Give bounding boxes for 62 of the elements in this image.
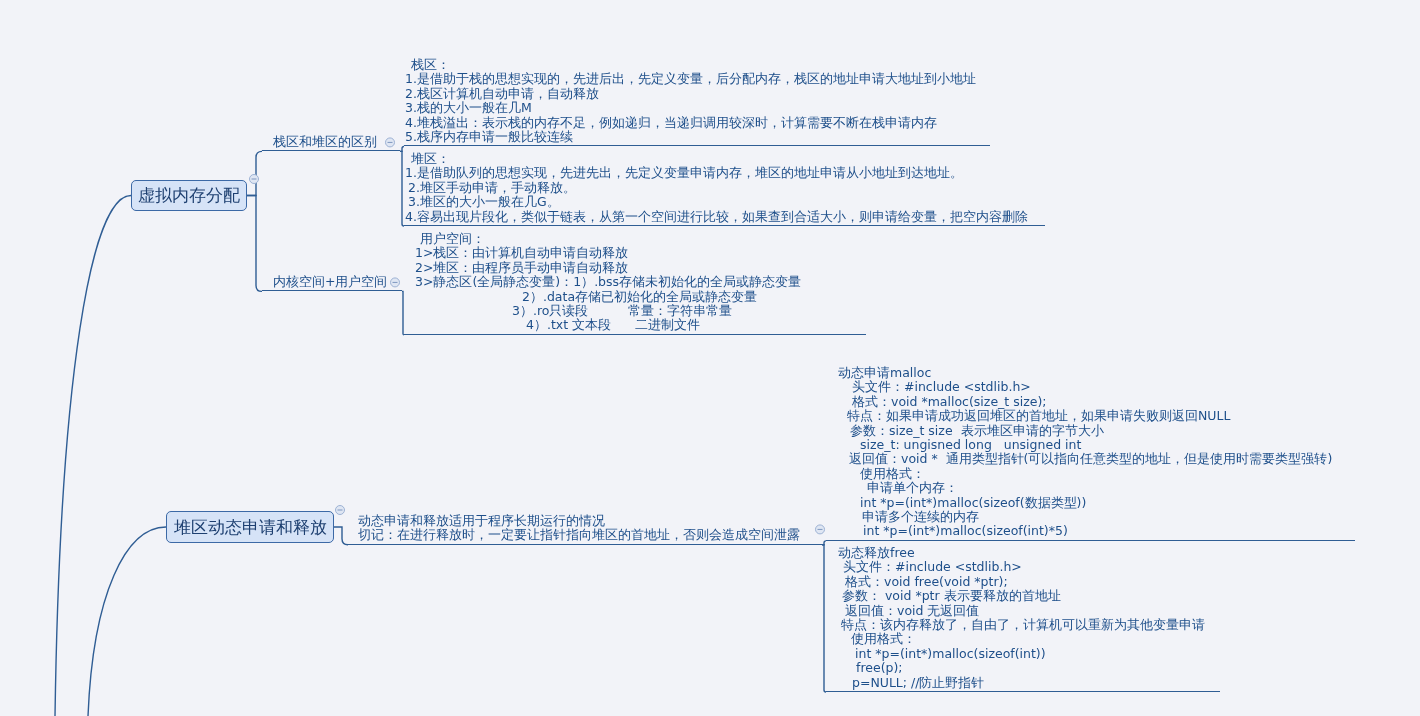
connector-line: [401, 290, 405, 336]
topic-text: 动态释放free: [838, 546, 915, 560]
topic-underline: [404, 58, 990, 147]
topic-text: 申请多个连续的内存: [862, 510, 979, 525]
connector-line: [821, 544, 827, 693]
topic-text: 3.栈的大小一般在几M: [405, 101, 532, 116]
topic-text: 申请单个内存：: [867, 481, 958, 496]
topic-text: 头文件：#include <stdlib.h>: [852, 380, 1031, 395]
topic-text: size_t: ungisned long unsigned int: [860, 438, 1082, 453]
topic-text: p=NULL; //防止野指针: [852, 675, 985, 691]
topic-text: 1>栈区：由计算机自动申请自动释放: [415, 246, 629, 261]
topic-text: 头文件：#include <stdlib.h>: [843, 560, 1022, 575]
topic-underline: [404, 152, 1045, 227]
topic-text: 参数： void *ptr 表示要释放的首地址: [842, 589, 1061, 604]
connector-line: [54, 194, 132, 716]
main-topic-box: [131, 180, 247, 211]
topic-text: 3.堆区的大小一般在几G。: [408, 195, 560, 210]
topic-text: 参数：size_t size 表示堆区申请的字节大小: [850, 423, 1104, 439]
topic-text: 2>堆区：由程序员手动申请自动释放: [415, 260, 629, 275]
topic-text: 格式：void *malloc(size_t size);: [852, 394, 1047, 410]
topic-text: 使用格式：: [860, 466, 925, 481]
topic-text: int *p=(int*)malloc(sizeof(int)): [855, 646, 1046, 662]
topic-text: 3>静态区(全局静态变量)：1）.bss存储未初始化的全局或静态变量: [415, 275, 802, 290]
topic-text: 4）.txt 文本段 二进制文件: [526, 318, 700, 333]
topic-text: 2.栈区计算机自动申请，自动释放: [405, 86, 599, 101]
topic-text: free(p);: [856, 661, 903, 676]
topic-text: 4.容易出现片段化，类似于链表，从第一个空间进行比较，如果查到合适大小，则申请给变量，把空内容删除: [405, 209, 1028, 225]
connector-line: [399, 145, 405, 153]
topic-underline: [404, 232, 866, 335]
topic-text: 返回值：void * 通用类型指针(可以指向任意类型的地址，但是使用时需要类型强转): [849, 452, 1333, 467]
topic-underline: [826, 366, 1355, 541]
topic-text: 用户空间：: [420, 232, 485, 246]
topic-text: 栈区和堆区的区别: [273, 135, 377, 150]
connector-line: [333, 526, 349, 546]
topic-text: 使用格式：: [851, 632, 916, 647]
connector-line: [87, 526, 167, 716]
topic-text: int *p=(int*)malloc(sizeof(数据类型)): [860, 495, 1087, 511]
topic-text: 2.堆区手动申请，手动释放。: [408, 180, 576, 195]
topic-text: 返回值：void 无返回值: [845, 603, 980, 618]
topic-text: 特点：如果申请成功返回堆区的首地址，如果申请失败则返回NULL: [847, 409, 1231, 424]
connector-line: [246, 194, 263, 293]
topic-title: 虚拟内存分配: [138, 184, 240, 207]
topic-text: 1.是借助于栈的思想实现的，先进后出，先定义变量，后分配内存，栈区的地址申请大地址到小地址: [405, 72, 976, 87]
topic-text: int *p=(int*)malloc(sizeof(int)*5): [863, 524, 1068, 539]
topic-text: 3）.ro只读段 常量：字符串常量: [512, 304, 733, 319]
topic-text: 动态申请malloc: [838, 366, 932, 380]
topic-text: 格式：void free(void *ptr);: [845, 574, 1008, 590]
connector-line: [399, 150, 405, 227]
topic-text: 4.堆栈溢出：表示栈的内存不足，例如递归，当递归调用较深时，计算需要不断在栈申请内存: [405, 115, 937, 130]
topic-text: 动态申请和释放适用于程序长期运行的情况: [358, 514, 605, 528]
topic-text: 切记：在进行释放时，一定要让指针指向堆区的首地址，否则会造成空间泄露: [358, 528, 800, 543]
topic-text: 5.栈序内存申请一般比较连续: [405, 130, 573, 145]
connector-line: [821, 540, 827, 546]
topic-title: 堆区动态申请和释放: [173, 515, 327, 539]
topic-text: 特点：该内存释放了，自由了，计算机可以重新为其他变量申请: [841, 618, 1205, 633]
main-topic-box: [166, 511, 334, 543]
topic-text: 栈区：: [411, 58, 450, 72]
topic-text: 2）.data存储已初始化的全局或静态变量: [522, 289, 758, 304]
topic-text: 1.是借助队列的思想实现，先进先出，先定义变量申请内存，堆区的地址申请从小地址到达地址。: [405, 166, 963, 181]
topic-text: 堆区：: [411, 152, 450, 166]
topic-text: 内核空间+用户空间: [273, 275, 388, 290]
topic-underline: [826, 546, 1220, 693]
